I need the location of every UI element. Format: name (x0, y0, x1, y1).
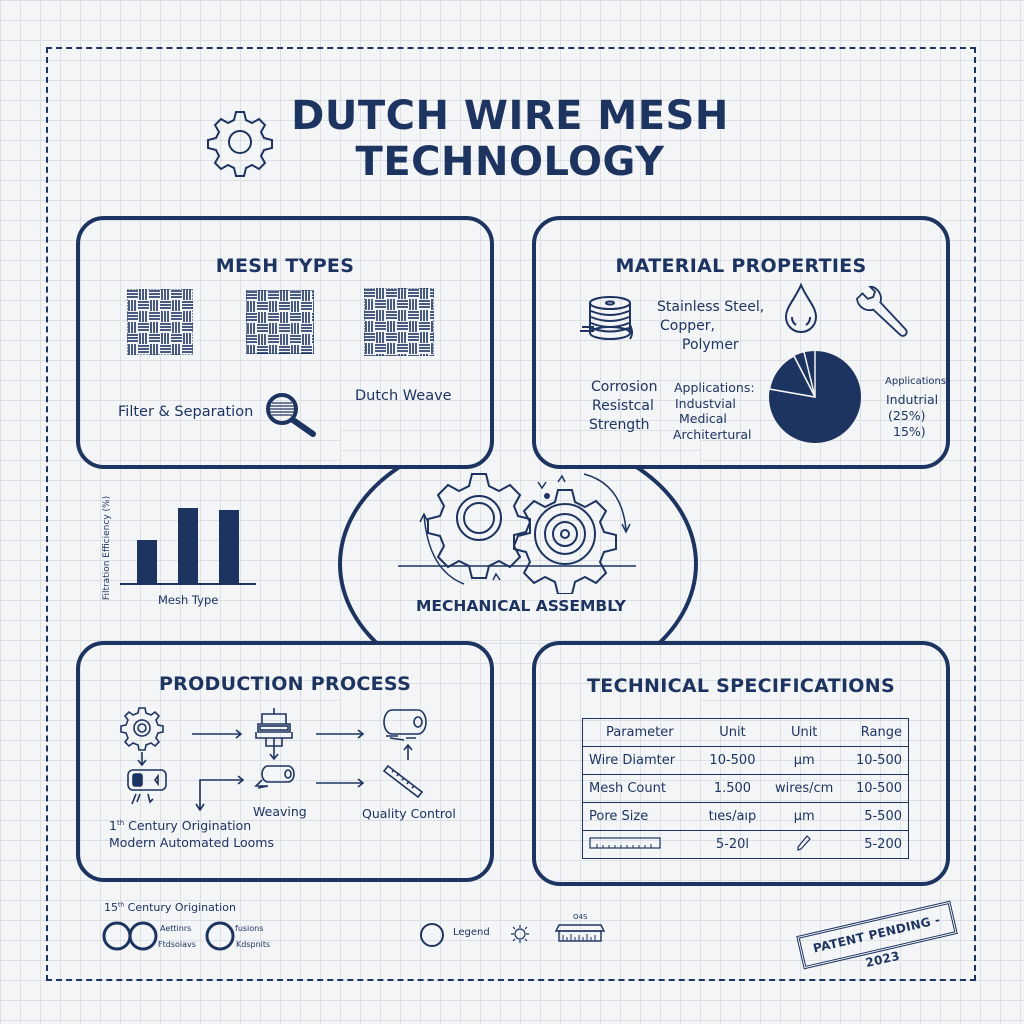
table-row: Pore Size tıes/aıp µm 5-500 (582, 802, 909, 831)
applications-pie-chart (768, 350, 862, 448)
panel-title-technical-specifications: TECHNICAL SPECIFICATIONS (587, 675, 895, 697)
twilled-dutch-weave-icon (245, 289, 315, 358)
header-unit-2: Unit (768, 718, 841, 747)
panel-title-material-properties: MATERIAL PROPERTIES (615, 255, 867, 277)
droplet-icon (783, 282, 819, 339)
wrench-icon (855, 285, 911, 348)
legend-circle-icon (418, 921, 446, 953)
materials-line-1: Stainless Steel, (657, 299, 765, 315)
cell-unit-1: 1.500 (696, 774, 769, 803)
cell-range: 10-500 (840, 746, 909, 775)
pie-legend-header: Applications (885, 376, 947, 387)
header-unit-1: Unit (696, 718, 769, 747)
property-corrosion: Corrosion (591, 379, 658, 395)
panel-title-mesh-types: MESH TYPES (215, 255, 355, 277)
header-gear-icon (204, 106, 276, 178)
origin-number: 15 (104, 901, 118, 914)
loom-label: O4S (573, 913, 588, 921)
cell-parameter: Wire Diamter (582, 746, 697, 775)
cell-unit-1: 10-500 (696, 746, 769, 775)
title-line-2: TECHNOLOGY (355, 139, 665, 185)
materials-line-2: Copper, (660, 318, 715, 334)
pie-legend-industrial: Indutrial (886, 392, 939, 407)
cell-range: 5-500 (840, 802, 909, 831)
mechanical-assembly-title: MECHANICAL ASSEMBLY (416, 597, 626, 615)
production-flow-diagram (120, 707, 427, 812)
footer-origin: 15th Century Origination (104, 901, 236, 914)
label-filter-separation: Filter & Separation (118, 404, 254, 420)
origin-sup: th (118, 901, 125, 909)
label-weaving: Weaving (253, 804, 307, 819)
panel-technical-specifications: TECHNICAL SPECIFICATIONS (532, 641, 950, 886)
infinity-loop-icon (102, 919, 158, 957)
property-resistance: Resistcal (592, 398, 654, 414)
loom-icon (554, 921, 606, 949)
mechanical-gears-icon (398, 470, 644, 598)
header-range: Range (840, 718, 909, 747)
bar-2 (178, 508, 198, 583)
table-row: Mesh Count 1.500 wires/cm 10-500 (582, 774, 909, 803)
applications-label: Applications: (674, 380, 755, 395)
panel-mesh-types: MESH TYPES (76, 216, 494, 469)
bar-chart-ylabel: Filtration Efficiency (%) (102, 495, 112, 601)
bar-chart-xlabel: Mesh Type (158, 593, 219, 607)
cell-unit-1: 5-20l (696, 830, 769, 859)
mask-bottom (340, 643, 700, 703)
title-line-1: DUTCH WIRE MESH (291, 93, 729, 139)
cell-range: 10-500 (840, 774, 909, 803)
pie-legend-25: (25%) (888, 408, 926, 423)
production-note-origin: 1th Century Origination (109, 818, 251, 833)
panel-title-production-process: PRODUCTION PROCESS (158, 673, 412, 695)
pie-legend-15: 15%) (893, 424, 926, 439)
bar-3 (219, 510, 239, 583)
mask-top (340, 430, 700, 468)
cell-unit-2: µm (768, 802, 841, 831)
header-parameter: Parameter (582, 718, 697, 747)
dashed-frame (46, 47, 976, 981)
pencil-icon (768, 830, 841, 859)
label-dutch-weave: Dutch Weave (355, 388, 452, 404)
cell-parameter: Mesh Count (582, 774, 697, 803)
note-rest: Century Origination (124, 818, 252, 833)
panel-production-process: PRODUCTION PROCESS (76, 641, 494, 882)
bar-1 (137, 540, 157, 583)
legend-a2: Ftdsoiavs (158, 940, 196, 949)
cell-range: 5-200 (840, 830, 909, 859)
legend-b2: Kdspnits (236, 940, 271, 949)
origin-rest: Century Origination (124, 901, 236, 914)
legend-label: Legend (453, 927, 490, 938)
bar-chart-axis (120, 583, 256, 585)
materials-line-3: Polymer (682, 337, 739, 353)
cell-unit-2: wires/cm (768, 774, 841, 803)
page-title: DUTCH WIRE MESH TECHNOLOGY (280, 93, 740, 185)
magnifier-icon (264, 389, 320, 443)
table-row: Wire Diamter 10-500 µm 10-500 (582, 746, 909, 775)
application-industrial: Industvial (675, 396, 736, 411)
plain-dutch-weave-icon (126, 288, 194, 359)
filtration-bar-chart: Filtration Efficiency (%) Mesh Type (90, 495, 270, 615)
table-row: 5-20l 5-200 (582, 830, 909, 859)
note-sup: th (116, 818, 125, 827)
production-note-modern: Modern Automated Looms (109, 835, 274, 850)
legend-b1: fusions (235, 924, 264, 933)
ring-icon (204, 920, 236, 956)
cell-parameter: Pore Size (582, 802, 697, 831)
specs-table: Parameter Unit Unit Range Wire Diamter 1… (582, 718, 909, 859)
label-quality-control: Quality Control (362, 806, 456, 821)
property-strength: Strength (589, 417, 650, 433)
legend-a1: Aettinrs (160, 924, 192, 933)
wire-spool-icon (580, 295, 636, 349)
note-century: 1 (109, 818, 117, 833)
sun-gear-icon (509, 924, 531, 948)
cell-unit-1: tıes/aıp (696, 802, 769, 831)
ruler-icon (582, 830, 697, 859)
cell-unit-2: µm (768, 746, 841, 775)
table-header-row: Parameter Unit Unit Range (582, 718, 909, 747)
application-architectural: Architertural (673, 427, 752, 442)
reverse-dutch-weave-icon (363, 287, 435, 360)
application-medical: Medical (679, 411, 727, 426)
panel-material-properties: MATERIAL PROPERTIES (532, 216, 950, 469)
